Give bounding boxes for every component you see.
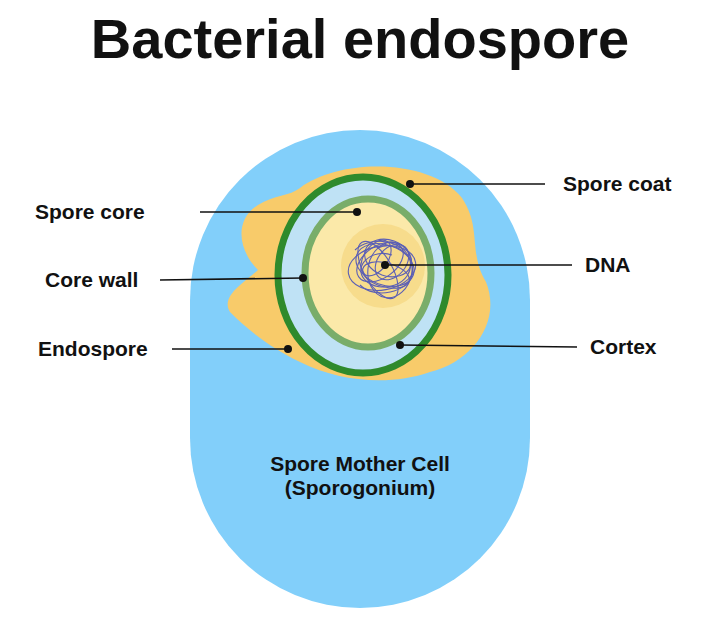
- spore-coat: [278, 177, 448, 373]
- part-label: Spore coat: [563, 172, 672, 196]
- leader-dot: [406, 180, 414, 188]
- part-label: Endospore: [38, 337, 148, 361]
- cell-label: Spore Mother Cell (Sporogonium): [250, 452, 470, 500]
- dna-loop: [345, 240, 420, 295]
- part-label: Core wall: [45, 268, 138, 292]
- leader-dot: [381, 261, 389, 269]
- leader-dot: [353, 208, 361, 216]
- leader-line: [172, 348, 288, 350]
- leader-line: [160, 278, 303, 280]
- diagram-title: Bacterial endospore: [0, 6, 720, 71]
- leader-dots: [284, 180, 414, 353]
- dna-strands: [345, 233, 420, 305]
- nucleoid-area: [341, 224, 425, 308]
- dna-strand: [355, 241, 410, 287]
- cell-body: [190, 130, 530, 608]
- leader-line: [385, 264, 572, 266]
- leader-dot: [396, 341, 404, 349]
- leader-line: [410, 183, 545, 185]
- dna-strand: [360, 246, 412, 293]
- core-wall: [305, 199, 431, 347]
- part-label: DNA: [585, 253, 631, 277]
- leader-line: [400, 345, 577, 347]
- part-label: Spore core: [35, 200, 145, 224]
- leader-dot: [299, 274, 307, 282]
- part-label: Cortex: [590, 335, 657, 359]
- leader-dot: [284, 345, 292, 353]
- leader-line: [200, 211, 357, 213]
